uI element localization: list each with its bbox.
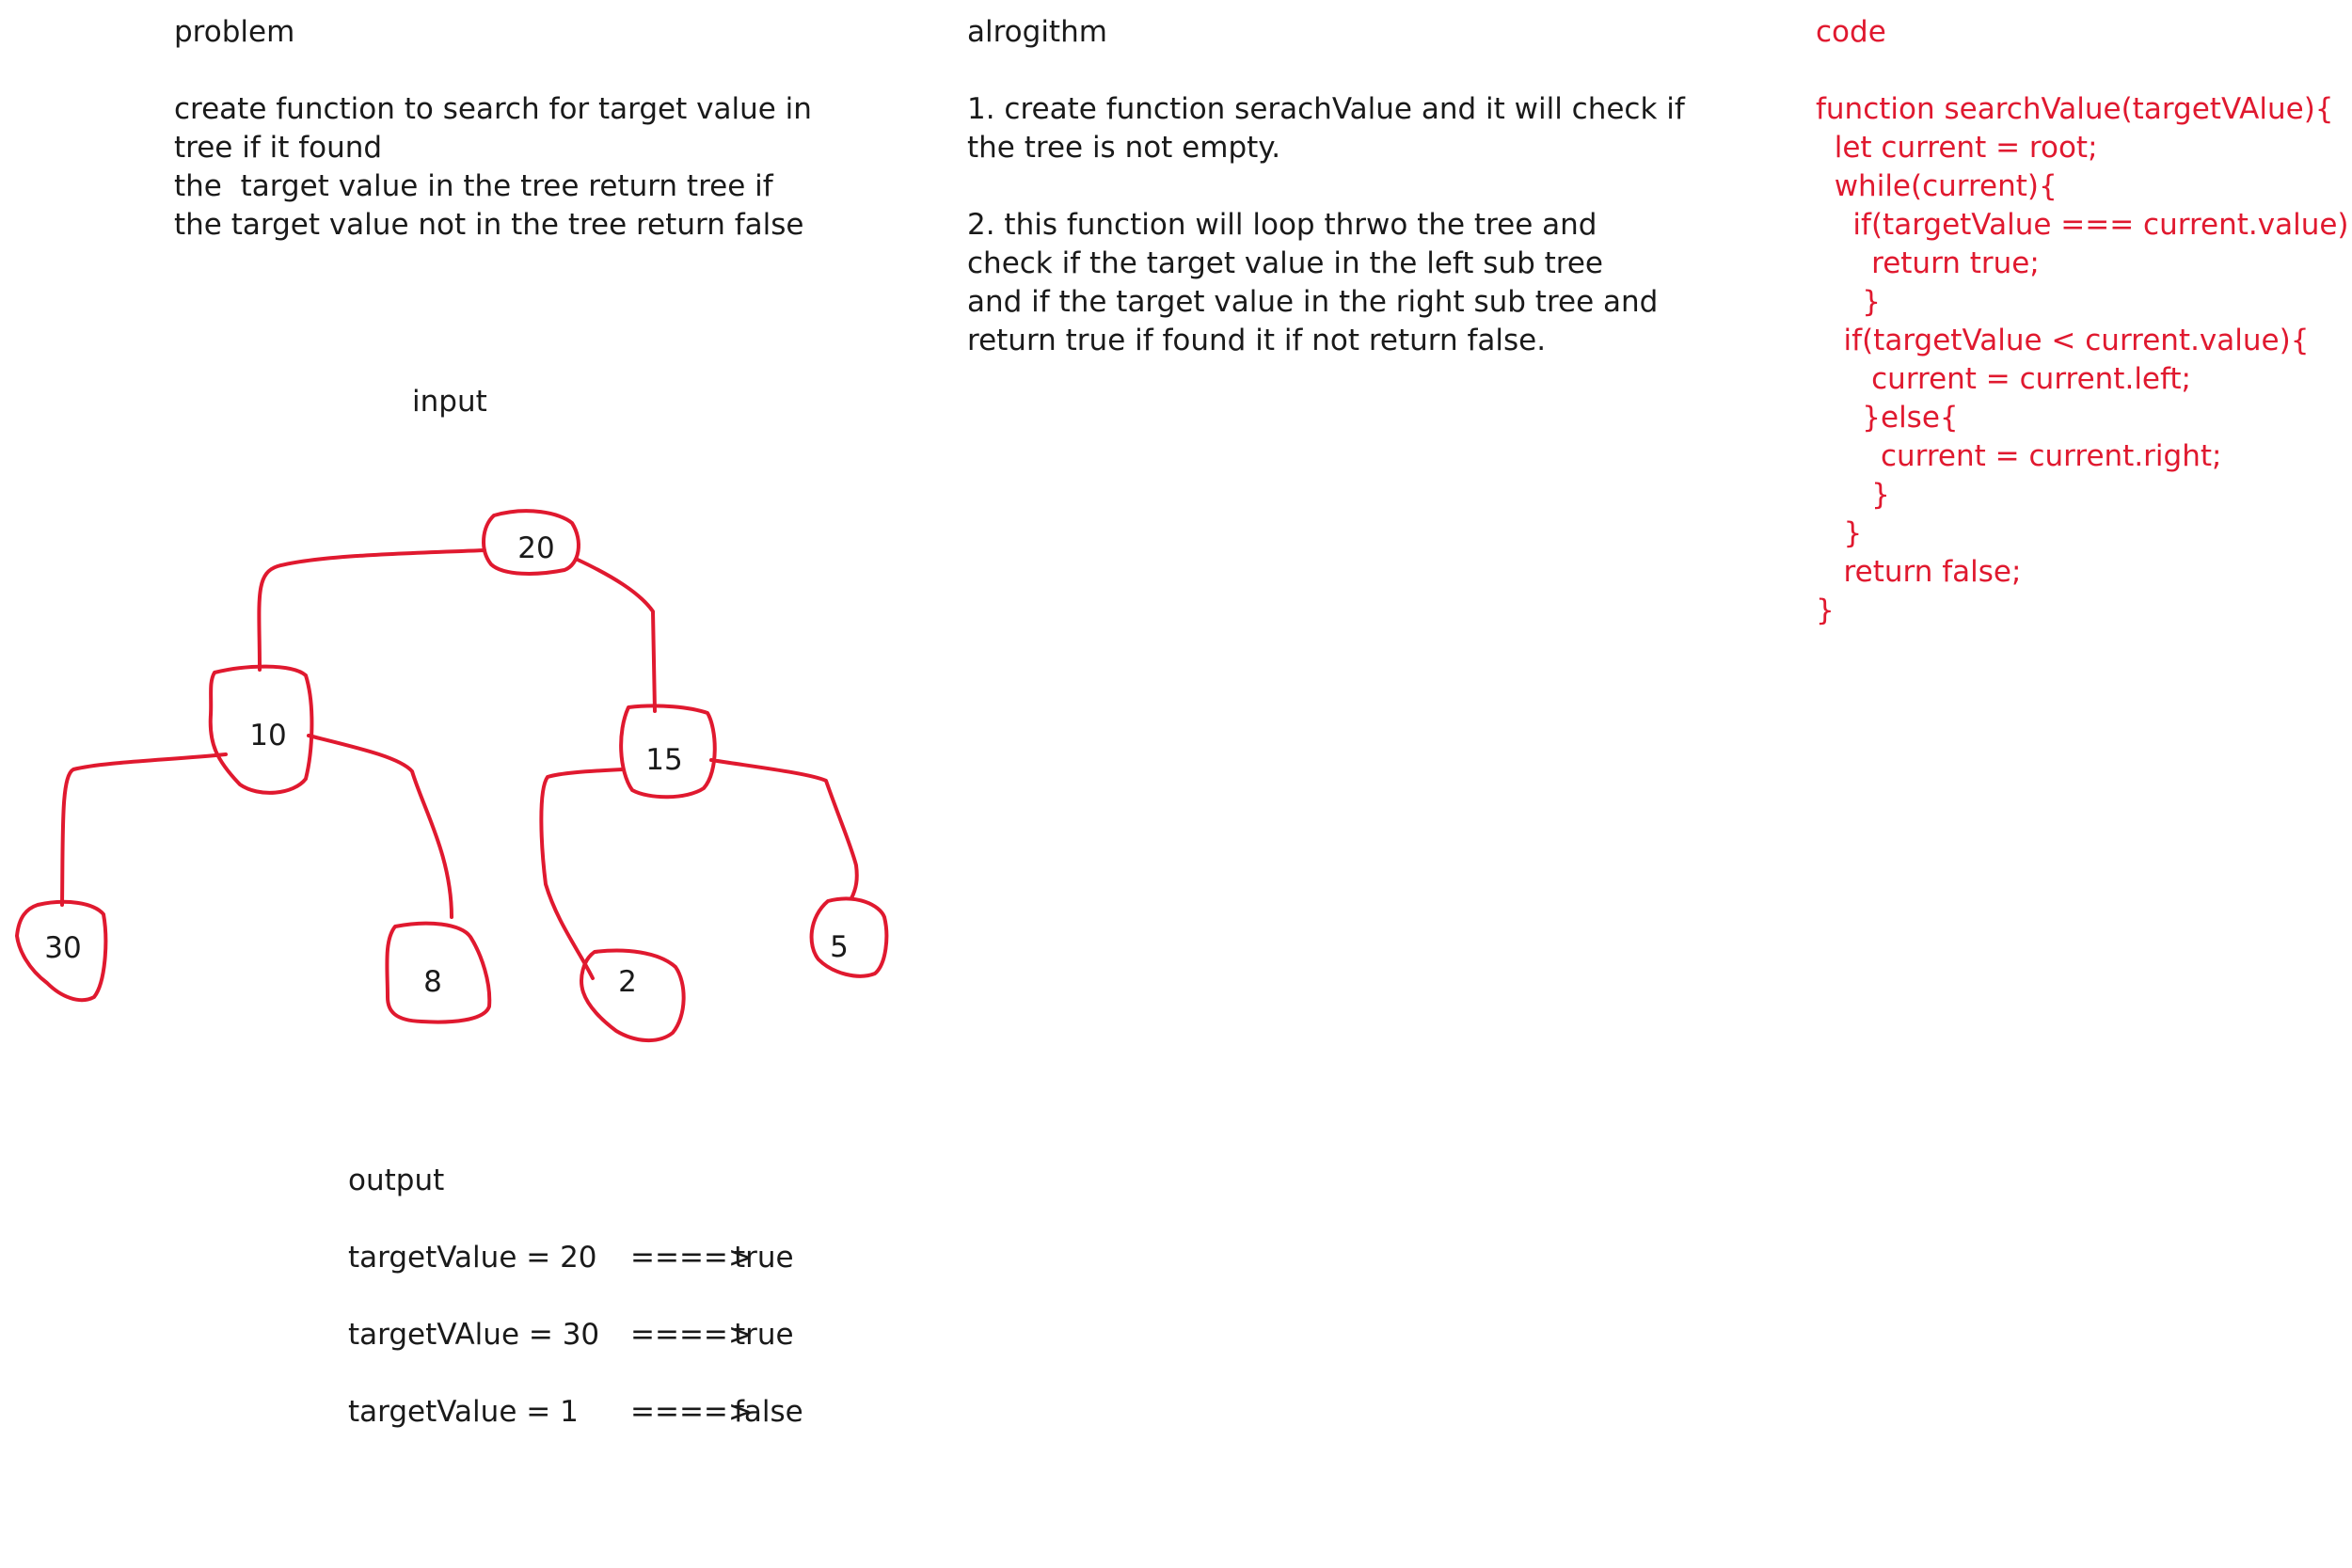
algorithm-step2-line-4: return true if found it if not return fa… bbox=[967, 324, 1547, 357]
node-8-outline bbox=[385, 921, 492, 1024]
code-line: let current = root; bbox=[1816, 131, 2098, 165]
code-line: } bbox=[1816, 516, 1863, 550]
output-arrow: ====> bbox=[630, 1395, 753, 1429]
algorithm-heading: alrogithm bbox=[967, 15, 1107, 49]
code-line: if(targetValue === current.value){ bbox=[1816, 208, 2352, 242]
output-expr: targetValue = 20 bbox=[348, 1241, 597, 1275]
node-20-outline bbox=[482, 509, 580, 576]
algorithm-step2-line-2: check if the target value in the left su… bbox=[967, 246, 1603, 280]
code-heading: code bbox=[1816, 15, 1886, 49]
code-line: } bbox=[1816, 285, 1881, 319]
input-label: input bbox=[412, 385, 487, 419]
code-line: }else{ bbox=[1816, 401, 1959, 435]
node-5-label: 5 bbox=[830, 930, 849, 964]
node-5-outline bbox=[809, 896, 889, 978]
node-10-label: 10 bbox=[249, 719, 286, 752]
node-15-outline bbox=[619, 704, 717, 800]
node-15-label: 15 bbox=[645, 743, 682, 777]
output-row: targetValue = 1 ====>false bbox=[348, 1393, 803, 1470]
node-2-label: 2 bbox=[618, 965, 637, 999]
problem-line-1: create function to search for target val… bbox=[174, 92, 812, 126]
node-30-outline bbox=[15, 899, 108, 1003]
node-30-label: 30 bbox=[44, 931, 81, 965]
code-line: } bbox=[1816, 478, 1890, 512]
problem-heading: problem bbox=[174, 15, 295, 49]
algorithm-step1-line-1: 1. create function serachValue and it wi… bbox=[967, 92, 1685, 126]
edge-15-5 bbox=[709, 758, 859, 900]
output-result: true bbox=[734, 1318, 794, 1352]
problem-line-4: the target value not in the tree return … bbox=[174, 208, 804, 242]
output-row: targetValue = 20 ====>true bbox=[348, 1239, 803, 1316]
output-expr: targetVAlue = 30 bbox=[348, 1318, 600, 1352]
code-line: } bbox=[1816, 594, 1835, 627]
code-line: return true; bbox=[1816, 246, 2040, 280]
output-arrow: ====> bbox=[630, 1318, 753, 1352]
output-result: false bbox=[734, 1395, 803, 1429]
problem-line-3: the target value in the tree return tree… bbox=[174, 169, 773, 203]
code-line: current = current.left; bbox=[1816, 362, 2191, 396]
node-8-label: 8 bbox=[423, 965, 442, 999]
algorithm-step2-line-3: and if the target value in the right sub… bbox=[967, 285, 1659, 319]
algorithm-step2-line-1: 2. this function will loop thrwo the tre… bbox=[967, 208, 1597, 242]
code-line: function searchValue(targetVAlue){ bbox=[1816, 92, 2334, 126]
output-row: targetVAlue = 30 ====>true bbox=[348, 1316, 803, 1393]
edge-15-2 bbox=[539, 768, 625, 980]
code-line: if(targetValue < current.value){ bbox=[1816, 324, 2310, 357]
edge-10-30 bbox=[60, 752, 228, 907]
node-20-label: 20 bbox=[517, 531, 554, 565]
edge-20-15 bbox=[576, 558, 657, 713]
node-10-outline bbox=[208, 664, 314, 795]
edge-10-8 bbox=[307, 734, 453, 919]
algorithm-section: alrogithm 1. create function serachValue… bbox=[967, 13, 1685, 360]
code-line: while(current){ bbox=[1816, 169, 2058, 203]
node-2-outline bbox=[580, 948, 686, 1043]
edge-20-10 bbox=[257, 548, 486, 672]
problem-line-2: tree if it found bbox=[174, 131, 383, 165]
code-line: return false; bbox=[1816, 555, 2022, 589]
output-result: true bbox=[734, 1241, 794, 1275]
output-heading: output bbox=[348, 1164, 445, 1197]
code-line: current = current.right; bbox=[1816, 439, 2222, 473]
output-section: output targetValue = 20====>true targetV… bbox=[348, 1162, 803, 1470]
output-arrow: ====> bbox=[630, 1241, 753, 1275]
algorithm-step1-line-2: the tree is not empty. bbox=[967, 131, 1281, 165]
problem-section: problem create function to search for ta… bbox=[174, 13, 812, 245]
output-expr: targetValue = 1 bbox=[348, 1395, 579, 1429]
code-section: code function searchValue(targetVAlue){ … bbox=[1816, 13, 2352, 630]
